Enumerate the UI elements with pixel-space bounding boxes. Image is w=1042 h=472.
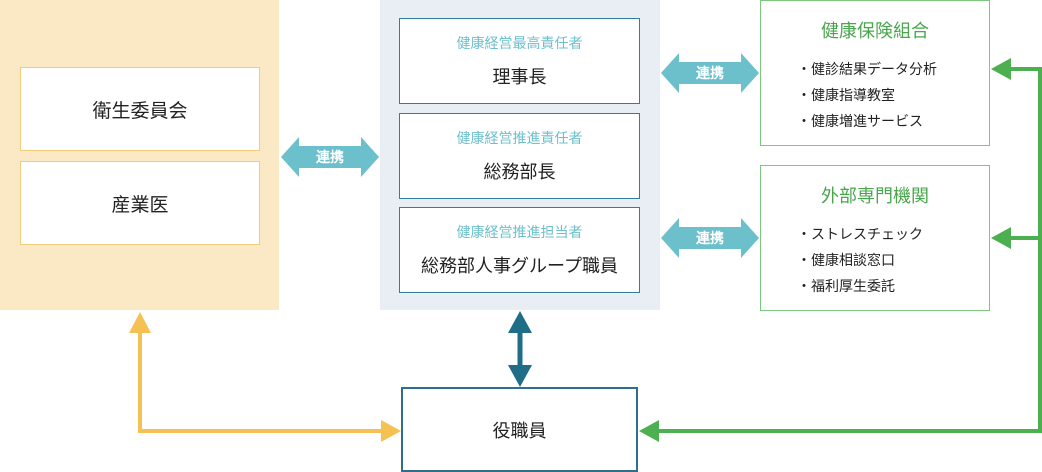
employees-box: 役職員 <box>401 387 638 472</box>
orange-connector-arrow <box>129 312 401 442</box>
external-org-title: 外部専門機関 <box>821 186 929 207</box>
industrial-physician-box: 産業医 <box>20 161 260 245</box>
promotion-manager-role: 健康経営推進責任者 <box>456 131 583 147</box>
renkei-center-external-label: 連携 <box>696 231 724 247</box>
promotion-staff-role: 健康経営推進担当者 <box>456 225 583 241</box>
double-arrow-icon <box>661 218 759 258</box>
renkei-center-external-arrow: 連携 <box>661 216 759 260</box>
list-item: ・福利厚生委託 <box>797 279 895 295</box>
center-group-panel: 健康経営最高責任者 理事長 健康経営推進責任者 総務部長 健康経営推進担当者 総… <box>380 0 660 310</box>
promotion-manager-name: 総務部長 <box>483 162 556 183</box>
dark-vertical-arrow <box>508 311 532 387</box>
renkei-center-insurance-arrow: 連携 <box>661 51 759 95</box>
employees-label: 役職員 <box>492 420 547 442</box>
promotion-staff-name: 総務部人事グループ職員 <box>421 256 618 277</box>
double-arrow-icon <box>281 137 379 177</box>
green-connector-arrow <box>639 58 1042 442</box>
chief-officer-box: 健康経営最高責任者 理事長 <box>399 18 640 104</box>
double-arrow-icon <box>661 53 759 93</box>
promotion-staff-box: 健康経営推進担当者 総務部人事グループ職員 <box>399 207 640 293</box>
list-item: ・健診結果データ分析 <box>797 62 937 78</box>
industrial-physician-label: 産業医 <box>111 193 169 216</box>
list-item: ・健康増進サービス <box>797 114 923 130</box>
hygiene-committee-label: 衛生委員会 <box>92 99 188 122</box>
external-org-list: ・ストレスチェック ・健康相談窓口 ・福利厚生委託 <box>797 222 989 300</box>
health-insurance-title: 健康保険組合 <box>821 21 929 42</box>
list-item: ・ストレスチェック <box>797 227 923 243</box>
renkei-left-center-arrow: 連携 <box>281 135 379 179</box>
left-group-panel: 衛生委員会 産業医 <box>0 0 279 310</box>
renkei-left-center-label: 連携 <box>316 150 344 166</box>
list-item: ・健康指導教室 <box>797 88 895 104</box>
hygiene-committee-box: 衛生委員会 <box>20 67 260 151</box>
promotion-manager-box: 健康経営推進責任者 総務部長 <box>399 113 640 199</box>
external-org-box: 外部専門機関 ・ストレスチェック ・健康相談窓口 ・福利厚生委託 <box>760 165 990 311</box>
chief-officer-name: 理事長 <box>492 67 547 88</box>
renkei-center-insurance-label: 連携 <box>696 66 724 82</box>
chief-officer-role: 健康経営最高責任者 <box>456 36 583 52</box>
list-item: ・健康相談窓口 <box>797 253 895 269</box>
health-insurance-box: 健康保険組合 ・健診結果データ分析 ・健康指導教室 ・健康増進サービス <box>760 0 990 146</box>
health-insurance-list: ・健診結果データ分析 ・健康指導教室 ・健康増進サービス <box>797 57 989 135</box>
